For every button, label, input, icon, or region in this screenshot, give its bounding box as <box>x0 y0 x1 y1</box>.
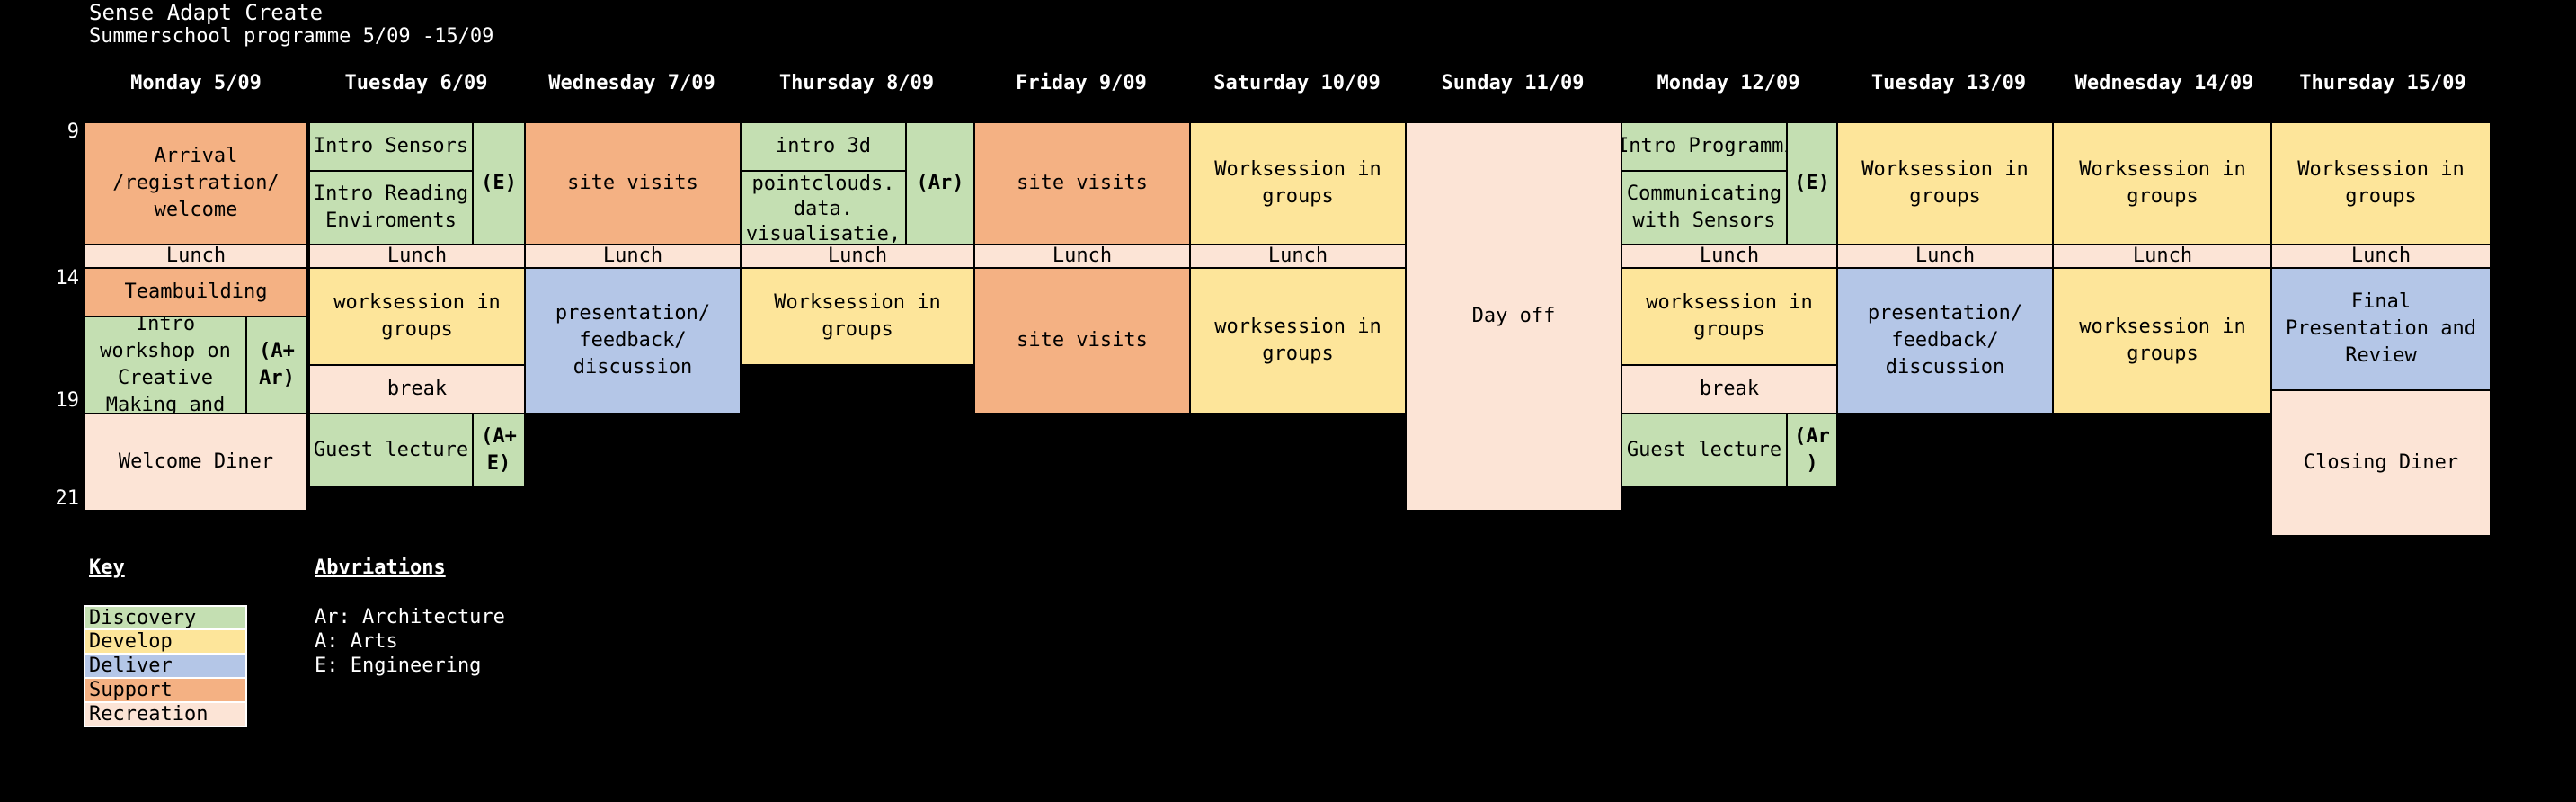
hour-label-19: 19 <box>55 389 80 412</box>
key-item-recreation: Recreation <box>84 703 247 727</box>
key-heading: Key <box>89 557 125 579</box>
day-header-tue13: Tuesday 13/09 <box>1870 72 2027 94</box>
event-pointclouds[interactable]: pointclouds. data. visualisatie, <box>740 170 907 245</box>
tag-tue6-morning: (E) <box>472 121 526 245</box>
event-worksession-wed14-pm[interactable]: worksession in groups <box>2052 267 2273 414</box>
key-item-discovery: Discovery <box>84 605 247 630</box>
event-lunch-tue6[interactable]: Lunch <box>308 244 526 269</box>
event-break-mon12[interactable]: break <box>1621 364 1838 414</box>
event-day-off[interactable]: Day off <box>1405 121 1622 512</box>
event-guest-lecture-tue6[interactable]: Guest lecture <box>308 413 474 488</box>
event-intro-reading[interactable]: Intro Reading Enviroments <box>308 170 474 245</box>
event-teambuilding[interactable]: Teambuilding <box>84 267 308 317</box>
abbreviation-engineering: E: Engineering <box>315 655 482 677</box>
day-header-sun11: Sunday 11/09 <box>1441 72 1585 94</box>
event-welcome-diner[interactable]: Welcome Diner <box>84 413 308 512</box>
event-worksession-thu15[interactable]: Worksession in groups <box>2270 121 2492 245</box>
event-worksession-wed14-am[interactable]: Worksession in groups <box>2052 121 2273 245</box>
abbreviation-architecture: Ar: Architecture <box>315 606 505 628</box>
abbreviations-heading: Abvriations <box>315 557 446 579</box>
tag-guest-tue6: (A+ E) <box>472 413 526 488</box>
event-lunch-thu15[interactable]: Lunch <box>2270 244 2492 269</box>
event-communicating-sensors[interactable]: Communicating with Sensors <box>1621 170 1788 245</box>
event-lunch-mon12[interactable]: Lunch <box>1621 244 1838 269</box>
event-worksession-tue13[interactable]: Worksession in groups <box>1836 121 2054 245</box>
tag-intro-workshop: (A+ Ar) <box>245 316 308 414</box>
event-worksession-tue6[interactable]: worksession in groups <box>308 267 526 366</box>
event-lunch-wed7[interactable]: Lunch <box>524 244 742 269</box>
event-intro-workshop[interactable]: Intro workshop on Creative Making and <box>84 316 247 414</box>
event-final-presentation[interactable]: Final Presentation and Review <box>2270 267 2492 391</box>
event-intro-programming[interactable]: Intro Programming <box>1621 121 1788 172</box>
event-break-tue6[interactable]: break <box>308 364 526 414</box>
day-header-thu15: Thursday 15/09 <box>2299 72 2466 94</box>
key-item-support: Support <box>84 679 247 703</box>
day-header-sat10: Saturday 10/09 <box>1213 72 1381 94</box>
event-site-visits-fri9-pm[interactable]: site visits <box>973 267 1191 414</box>
event-worksession-thu8[interactable]: Worksession in groups <box>740 267 975 366</box>
key-item-develop: Develop <box>84 630 247 655</box>
event-worksession-sat10-pm[interactable]: worksession in groups <box>1189 267 1407 414</box>
hour-label-9: 9 <box>67 120 79 143</box>
day-header-mon12: Monday 12/09 <box>1657 72 1800 94</box>
day-header-wed14: Wednesday 14/09 <box>2074 72 2254 94</box>
event-intro-3d[interactable]: intro 3d <box>740 121 907 172</box>
event-guest-lecture-mon12[interactable]: Guest lecture <box>1621 413 1788 488</box>
event-worksession-sat10-am[interactable]: Worksession in groups <box>1189 121 1407 245</box>
event-arrival[interactable]: Arrival /registration/ welcome <box>84 121 308 245</box>
event-lunch-wed14[interactable]: Lunch <box>2052 244 2273 269</box>
event-lunch-fri9[interactable]: Lunch <box>973 244 1191 269</box>
day-header-wed7: Wednesday 7/09 <box>548 72 715 94</box>
event-closing-diner[interactable]: Closing Diner <box>2270 389 2492 537</box>
event-site-visits-wed7[interactable]: site visits <box>524 121 742 245</box>
event-lunch-thu8[interactable]: Lunch <box>740 244 975 269</box>
day-header-thu8: Thursday 8/09 <box>778 72 935 94</box>
event-worksession-mon12[interactable]: worksession in groups <box>1621 267 1838 366</box>
event-presentation-tue13[interactable]: presentation/ feedback/ discussion <box>1836 267 2054 414</box>
event-lunch-mon5[interactable]: Lunch <box>84 244 308 269</box>
hour-label-14: 14 <box>55 267 80 290</box>
day-header-fri9: Friday 9/09 <box>1016 72 1147 94</box>
event-lunch-tue13[interactable]: Lunch <box>1836 244 2054 269</box>
schedule-title: Sense Adapt Create <box>89 0 324 25</box>
tag-guest-mon12: (Ar ) <box>1786 413 1838 488</box>
event-site-visits-fri9-am[interactable]: site visits <box>973 121 1191 245</box>
day-header-mon5: Monday 5/09 <box>130 72 262 94</box>
event-lunch-sat10[interactable]: Lunch <box>1189 244 1407 269</box>
event-presentation-wed7[interactable]: presentation/ feedback/ discussion <box>524 267 742 414</box>
tag-mon12-morning: (E) <box>1786 121 1838 245</box>
key-item-deliver: Deliver <box>84 655 247 679</box>
schedule-subtitle: Summerschool programme 5/09 -15/09 <box>89 25 494 48</box>
day-header-tue6: Tuesday 6/09 <box>344 72 488 94</box>
abbreviation-arts: A: Arts <box>315 630 398 653</box>
hour-label-21: 21 <box>55 487 80 510</box>
tag-thu8-morning: (Ar) <box>905 121 975 245</box>
event-intro-sensors[interactable]: Intro Sensors <box>308 121 474 172</box>
